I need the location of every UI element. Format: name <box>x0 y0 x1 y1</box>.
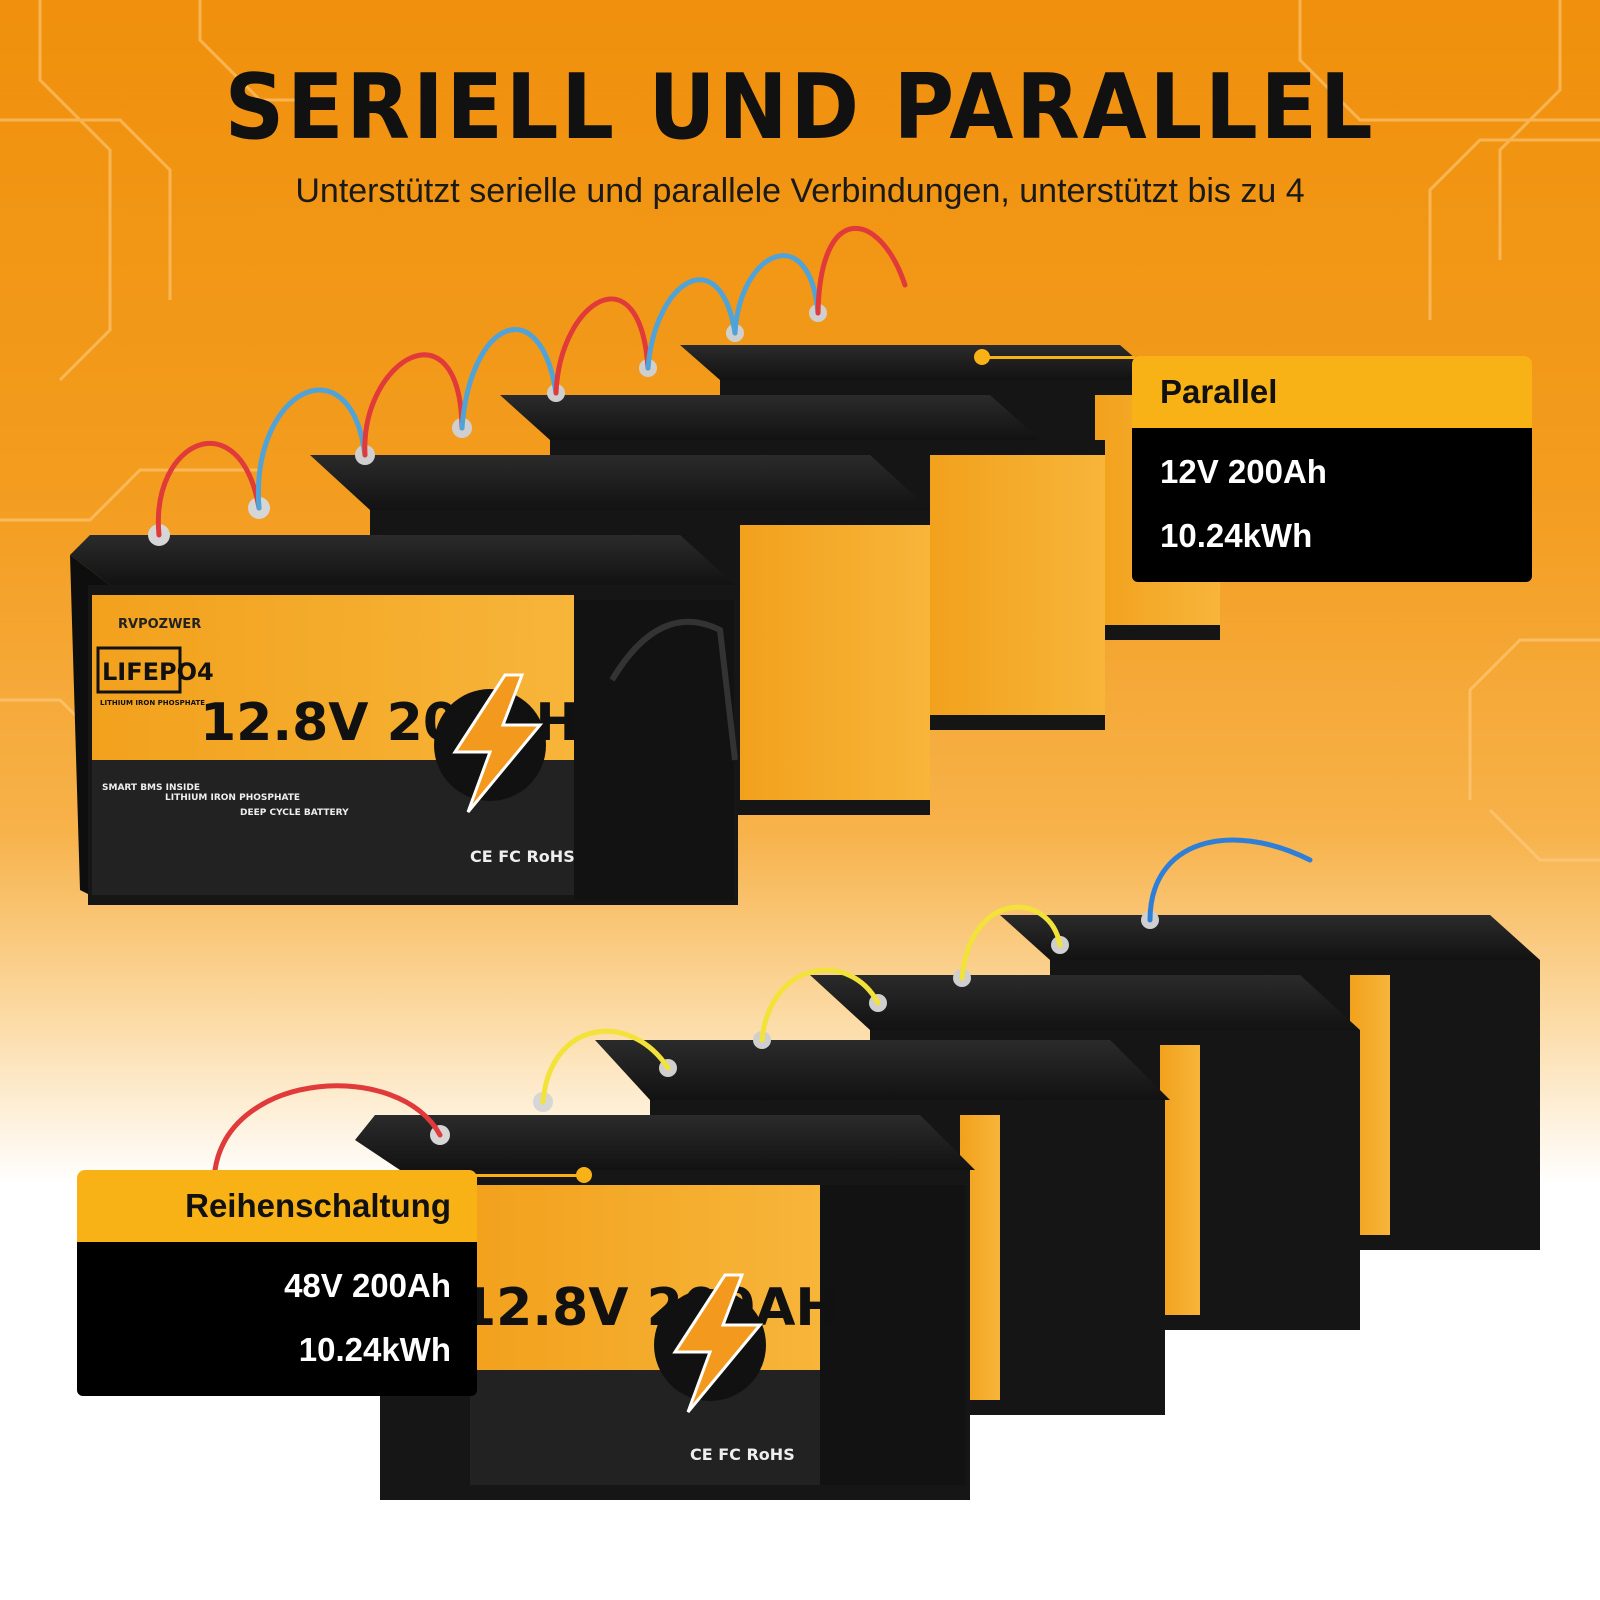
parallel-specs: 12V 200Ah 10.24kWh <box>1132 428 1532 582</box>
series-rating-text: 12.8V 200AH <box>460 1278 839 1338</box>
brand-logo: RVPOZWER <box>118 617 201 632</box>
series-cables <box>212 837 1313 1173</box>
parallel-cables <box>155 226 908 538</box>
parallel-energy: 10.24kWh <box>1160 517 1313 554</box>
parallel-leader-dot <box>974 349 990 365</box>
parallel-callout: Parallel 12V 200Ah 10.24kWh <box>1132 356 1532 582</box>
page-subtitle: Unterstützt serielle und parallele Verbi… <box>295 172 1305 210</box>
series-specs: 48V 200Ah 10.24kWh <box>77 1242 477 1396</box>
parallel-label: Parallel <box>1132 356 1532 428</box>
feature-lifepo4: LITHIUM IRON PHOSPHATE <box>165 793 300 803</box>
series-label: Reihenschaltung <box>77 1170 477 1242</box>
chemistry-text: LIFEPO4 <box>102 658 214 686</box>
lightning-bolt-icon <box>452 673 544 813</box>
page-title: SERIELL UND PARALLEL <box>224 55 1376 160</box>
feature-bms: SMART BMS INSIDE <box>102 783 200 793</box>
series-leader-dot <box>576 1167 592 1183</box>
series-battery-1: 12.8V 200AH CE FC RoHS <box>355 1092 975 1500</box>
series-callout: Reihenschaltung 48V 200Ah 10.24kWh <box>77 1170 477 1396</box>
series-lightning-bolt-icon <box>672 1273 764 1413</box>
chemistry-subtext: LITHIUM IRON PHOSPHATE <box>100 699 205 707</box>
series-leader-line <box>475 1174 585 1177</box>
series-voltage-capacity: 48V 200Ah <box>284 1267 451 1304</box>
parallel-leader-line <box>985 356 1135 359</box>
parallel-battery-1: RVPOZWER LIFEPO4 LITHIUM IRON PHOSPHATE … <box>70 497 738 905</box>
parallel-voltage-capacity: 12V 200Ah <box>1160 453 1327 490</box>
feature-deep-cycle: DEEP CYCLE BATTERY <box>240 808 349 818</box>
series-cert-marks: CE FC RoHS <box>690 1445 795 1464</box>
cert-marks: CE FC RoHS <box>470 847 575 866</box>
series-energy: 10.24kWh <box>298 1331 451 1368</box>
